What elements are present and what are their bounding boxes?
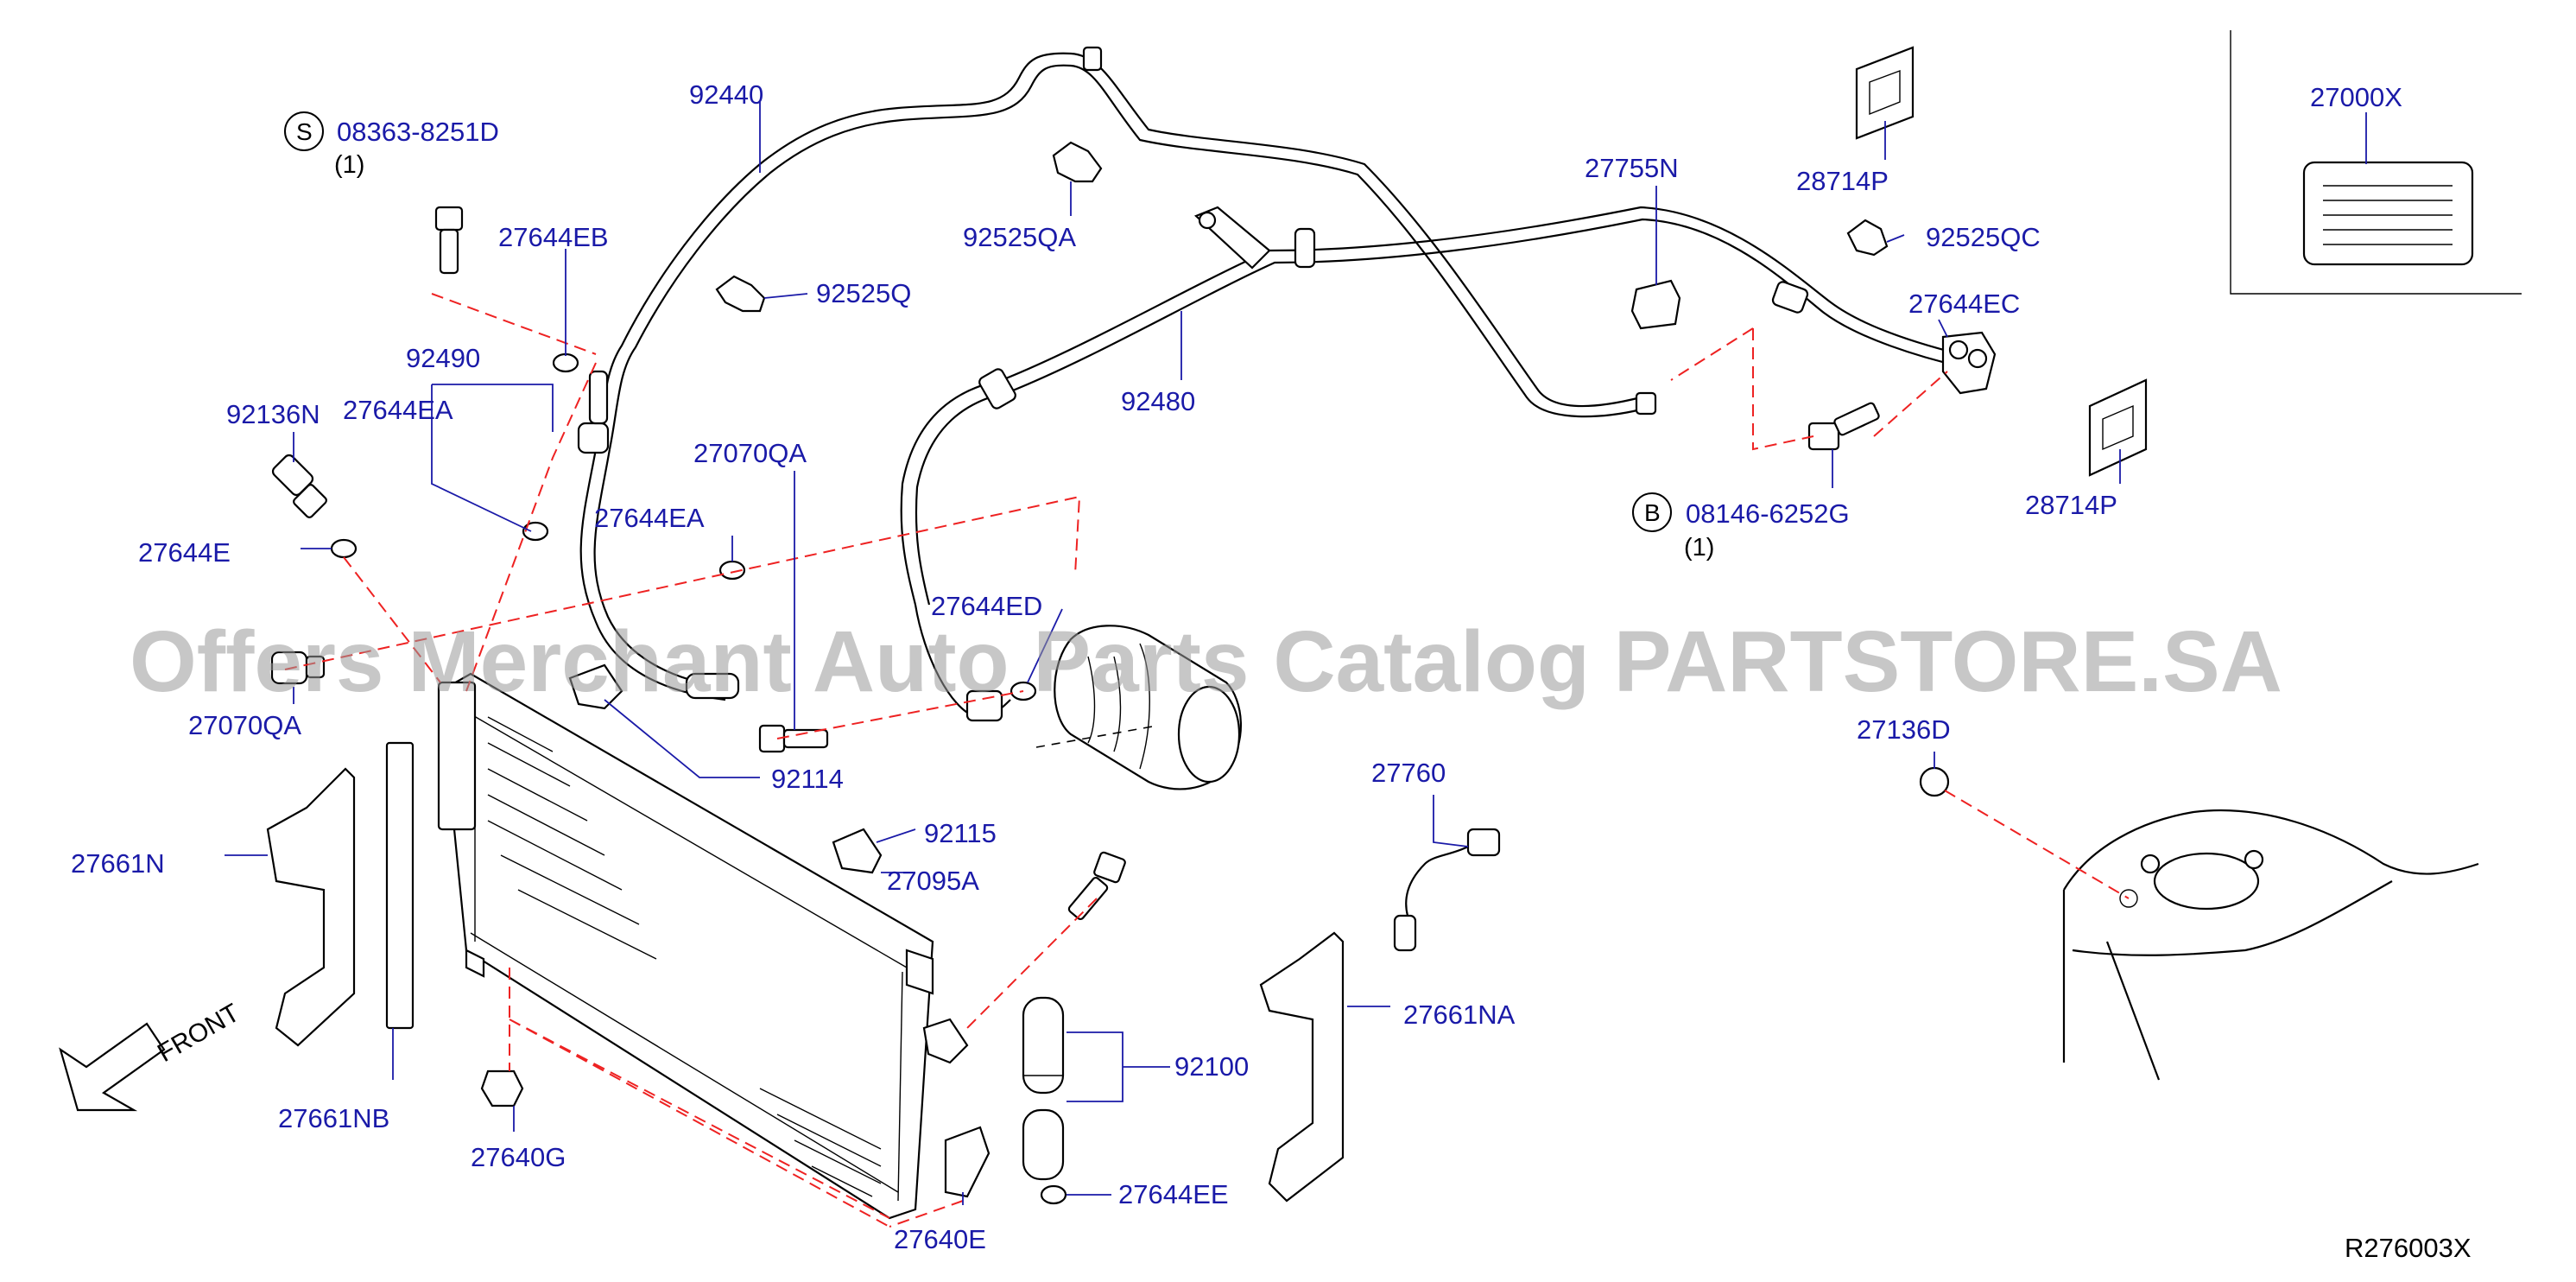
callout-27644EE[interactable]: 27644EE <box>1118 1179 1229 1209</box>
front-direction-arrow: FRONT <box>59 999 244 1112</box>
callout-92440[interactable]: 92440 <box>689 79 763 110</box>
callout-92115[interactable]: 92115 <box>924 818 997 848</box>
callout-27644EA-2[interactable]: 27644EA <box>594 503 705 533</box>
hose-92480 <box>900 206 1961 606</box>
callout-28714P-top[interactable]: 28714P <box>1796 166 1889 196</box>
callout-27070QA-top[interactable]: 27070QA <box>693 438 807 468</box>
symbol-b-circle <box>1632 492 1672 532</box>
sensor-27760 <box>1393 828 1501 952</box>
front-label: FRONT <box>153 999 244 1068</box>
bracket-27640E <box>944 1126 991 1198</box>
caution-label-27000X <box>2302 161 2474 266</box>
callout-27760[interactable]: 27760 <box>1371 758 1446 788</box>
hose-92490 <box>579 448 726 701</box>
label-box-border <box>2230 30 2522 295</box>
clip-92115 <box>832 828 883 874</box>
symbol-s-circle <box>284 111 324 151</box>
body-panel <box>2062 809 2479 1081</box>
reference-code: R276003X <box>2345 1233 2472 1263</box>
clip-92525QC <box>1846 219 1889 257</box>
callout-92525QC[interactable]: 92525QC <box>1926 222 2041 252</box>
callout-27661NB[interactable]: 27661NB <box>278 1103 389 1133</box>
bolt-27070QA <box>758 724 829 753</box>
leader-lines <box>225 102 2367 1205</box>
clip-92525Q <box>715 275 766 313</box>
o-ring-27644EB <box>552 352 579 373</box>
callout-27095A[interactable]: 27095A <box>887 866 979 896</box>
callout-27000X[interactable]: 27000X <box>2310 82 2402 112</box>
assembly-guides <box>284 293 2130 1228</box>
pressure-sensor-92136N <box>271 454 327 518</box>
bolt-08146-6252G <box>1807 402 1880 451</box>
callout-08146-6252G[interactable]: 08146-6252G <box>1686 498 1850 529</box>
pipe-92440 <box>594 52 1642 450</box>
callout-28714P-bottom[interactable]: 28714P <box>2025 490 2117 520</box>
callout-27136D[interactable]: 27136D <box>1857 714 1951 745</box>
callout-27640E[interactable]: 27640E <box>894 1224 986 1254</box>
callout-08363-8251D[interactable]: 08363-8251D <box>337 117 499 147</box>
pipe-end-fitting <box>1635 391 1657 416</box>
label-28714P-bottom <box>2088 378 2148 477</box>
seal-27661NB <box>385 741 415 1030</box>
grommet-27136D <box>1919 766 1950 797</box>
callout-08146-qty: (1) <box>1684 534 1714 562</box>
fitting-27070QA <box>270 651 326 685</box>
callout-27644ED[interactable]: 27644ED <box>931 591 1042 621</box>
callout-92480[interactable]: 92480 <box>1121 386 1195 416</box>
mount-27640G <box>480 1069 524 1107</box>
o-ring-27644E <box>330 538 358 559</box>
callout-27640G[interactable]: 27640G <box>471 1142 566 1172</box>
receiver-drier-92100 <box>1022 996 1065 1181</box>
callout-92114[interactable]: 92114 <box>771 764 844 794</box>
callout-27644E[interactable]: 27644E <box>138 537 231 568</box>
label-28714P-top <box>1855 46 1915 140</box>
callout-27644EB[interactable]: 27644EB <box>498 222 609 252</box>
callout-27755N[interactable]: 27755N <box>1585 153 1679 183</box>
callout-92136N[interactable]: 92136N <box>226 399 320 429</box>
watermark-text: Offers Merchant Auto Parts Catalog PARTS… <box>130 613 2282 710</box>
bolt-27095A <box>1067 851 1126 921</box>
o-ring-27644EE <box>1040 1184 1067 1205</box>
callout-92525Q[interactable]: 92525Q <box>816 278 911 308</box>
callout-92490[interactable]: 92490 <box>406 343 480 373</box>
compressor <box>1035 625 1243 790</box>
callout-27644EA-1[interactable]: 27644EA <box>343 395 453 425</box>
callout-27070QA-bottom[interactable]: 27070QA <box>188 710 301 740</box>
callout-92100[interactable]: 92100 <box>1174 1051 1249 1082</box>
callout-27644EC[interactable]: 27644EC <box>1908 289 2020 319</box>
clip-92114 <box>568 663 623 710</box>
bolt-08363-8251D <box>434 206 464 275</box>
clip-27755N <box>1630 279 1681 330</box>
air-guide-27661N <box>266 767 356 1047</box>
callout-27661N[interactable]: 27661N <box>71 848 165 879</box>
symbol-s: S <box>296 118 313 145</box>
symbol-b: B <box>1644 499 1661 526</box>
clip-92525QA <box>1052 141 1103 183</box>
callout-27661NA[interactable]: 27661NA <box>1403 1000 1516 1030</box>
condenser <box>437 672 934 1220</box>
o-ring-27644EA <box>522 521 549 542</box>
callout-92525QA[interactable]: 92525QA <box>963 222 1076 252</box>
air-guide-27661NA <box>1259 931 1345 1203</box>
callout-08363-qty: (1) <box>334 151 364 179</box>
